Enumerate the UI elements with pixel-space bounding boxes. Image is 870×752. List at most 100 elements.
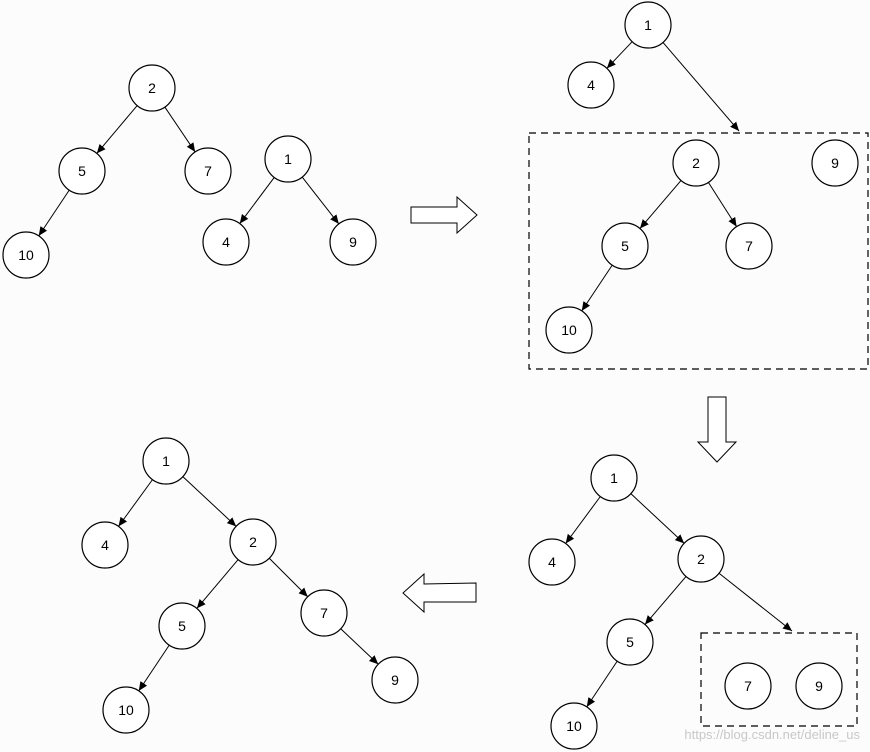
node-circle bbox=[58, 147, 106, 195]
edge-p4-n1-to-p4-n4 bbox=[118, 479, 153, 527]
tree-node-p2-n9: 9 bbox=[811, 139, 859, 187]
node-circle bbox=[81, 521, 129, 569]
tree-node-p3-n5: 5 bbox=[606, 618, 654, 666]
node-circle bbox=[202, 218, 250, 266]
tree-node-p1-n4: 4 bbox=[202, 218, 250, 266]
node-circle bbox=[795, 662, 843, 710]
node-circle bbox=[624, 1, 672, 49]
node-circle bbox=[128, 64, 176, 112]
node-circle bbox=[329, 218, 377, 266]
node-label: 10 bbox=[18, 247, 34, 263]
node-circle bbox=[102, 686, 150, 734]
edge-p3-n1-to-p3-n4 bbox=[565, 496, 601, 544]
node-label: 9 bbox=[815, 678, 823, 694]
tree-node-p1-n1: 1 bbox=[264, 135, 312, 183]
node-label: 1 bbox=[284, 151, 292, 167]
node-circle bbox=[371, 656, 419, 704]
node-circle bbox=[672, 139, 720, 187]
edge-p3-n2-to-p3-n5 bbox=[644, 576, 687, 625]
node-circle bbox=[545, 306, 593, 354]
arrow-left-icon bbox=[402, 572, 477, 614]
node-circle bbox=[601, 222, 649, 270]
tree-node-p4-n5: 5 bbox=[158, 602, 206, 650]
transition-arrows bbox=[402, 195, 738, 614]
arrow-down-icon bbox=[696, 396, 738, 463]
node-circle bbox=[590, 454, 638, 502]
tree-node-p2-n5: 5 bbox=[601, 222, 649, 270]
tree-node-p4-n10: 10 bbox=[102, 686, 150, 734]
node-circle bbox=[2, 231, 50, 279]
node-label: 4 bbox=[222, 234, 230, 250]
watermark-text: https://blog.csdn.net/deline_us bbox=[684, 727, 860, 742]
node-circle bbox=[606, 618, 654, 666]
edge-p2-n2-to-p2-n5 bbox=[639, 180, 682, 229]
node-circle bbox=[567, 61, 615, 109]
tree-node-p4-n7: 7 bbox=[300, 589, 348, 637]
tree-node-p2-n2: 2 bbox=[672, 139, 720, 187]
tree-node-p4-n9: 9 bbox=[371, 656, 419, 704]
tree-node-p4-n4: 4 bbox=[81, 521, 129, 569]
merge-box-a bbox=[528, 132, 869, 370]
node-label: 1 bbox=[644, 17, 652, 33]
node-circle bbox=[725, 222, 773, 270]
tree-node-p4-n2: 2 bbox=[229, 518, 277, 566]
tree-node-p1-n5: 5 bbox=[58, 147, 106, 195]
tree-node-p1-n10: 10 bbox=[2, 231, 50, 279]
node-label: 10 bbox=[118, 702, 134, 718]
node-circle bbox=[300, 589, 348, 637]
merge-box-b bbox=[700, 632, 858, 727]
node-label: 4 bbox=[587, 77, 595, 93]
edge-p2-n1-to-box-a bbox=[662, 42, 740, 132]
edge-p1-n5-to-p1-n10 bbox=[38, 189, 70, 237]
node-label: 2 bbox=[249, 534, 257, 550]
node-label: 4 bbox=[548, 554, 556, 570]
node-label: 4 bbox=[101, 537, 109, 553]
tree-node-p3-n7: 7 bbox=[724, 662, 772, 710]
node-circle bbox=[142, 437, 190, 485]
node-circle bbox=[550, 702, 598, 750]
node-label: 5 bbox=[626, 634, 634, 650]
node-label: 1 bbox=[162, 453, 170, 469]
arrow-right-icon bbox=[410, 195, 478, 235]
tree-node-p3-n9: 9 bbox=[795, 662, 843, 710]
edge-p2-n2-to-p2-n7 bbox=[707, 182, 738, 227]
node-circle bbox=[229, 518, 277, 566]
edge-p2-n5-to-p2-n10 bbox=[581, 264, 613, 312]
node-label: 5 bbox=[178, 618, 186, 634]
tree-edges bbox=[38, 41, 793, 708]
tree-node-p1-n7: 7 bbox=[184, 147, 232, 195]
node-label: 7 bbox=[744, 678, 752, 694]
edge-p3-n5-to-p3-n10 bbox=[586, 660, 618, 708]
node-label: 2 bbox=[697, 551, 705, 567]
node-label: 7 bbox=[320, 605, 328, 621]
node-label: 9 bbox=[831, 155, 839, 171]
dashed-boxes bbox=[528, 132, 869, 727]
node-circle bbox=[184, 147, 232, 195]
node-label: 5 bbox=[621, 238, 629, 254]
edge-p4-n2-to-p4-n5 bbox=[196, 559, 239, 609]
tree-node-p1-n2: 2 bbox=[128, 64, 176, 112]
edge-p4-n5-to-p4-n10 bbox=[138, 644, 170, 692]
node-label: 9 bbox=[391, 672, 399, 688]
node-label: 10 bbox=[566, 718, 582, 734]
node-circle bbox=[677, 535, 725, 583]
edge-p1-n1-to-p1-n4 bbox=[239, 177, 275, 224]
edge-p4-n2-to-p4-n7 bbox=[268, 557, 309, 598]
edge-p1-n1-to-p1-n9 bbox=[301, 176, 340, 225]
tree-node-p2-n10: 10 bbox=[545, 306, 593, 354]
node-label: 7 bbox=[745, 238, 753, 254]
node-label: 7 bbox=[204, 163, 212, 179]
tree-node-p3-n2: 2 bbox=[677, 535, 725, 583]
tree-node-p3-n1: 1 bbox=[590, 454, 638, 502]
tree-node-p2-n1: 1 bbox=[624, 1, 672, 49]
edge-p4-n7-to-p4-n9 bbox=[340, 628, 379, 665]
node-label: 1 bbox=[610, 470, 618, 486]
node-circle bbox=[264, 135, 312, 183]
node-circle bbox=[811, 139, 859, 187]
node-label: 5 bbox=[78, 163, 86, 179]
edge-p1-n2-to-p1-n7 bbox=[164, 106, 196, 153]
node-label: 10 bbox=[561, 322, 577, 338]
edge-p3-n1-to-p3-n2 bbox=[630, 493, 685, 544]
